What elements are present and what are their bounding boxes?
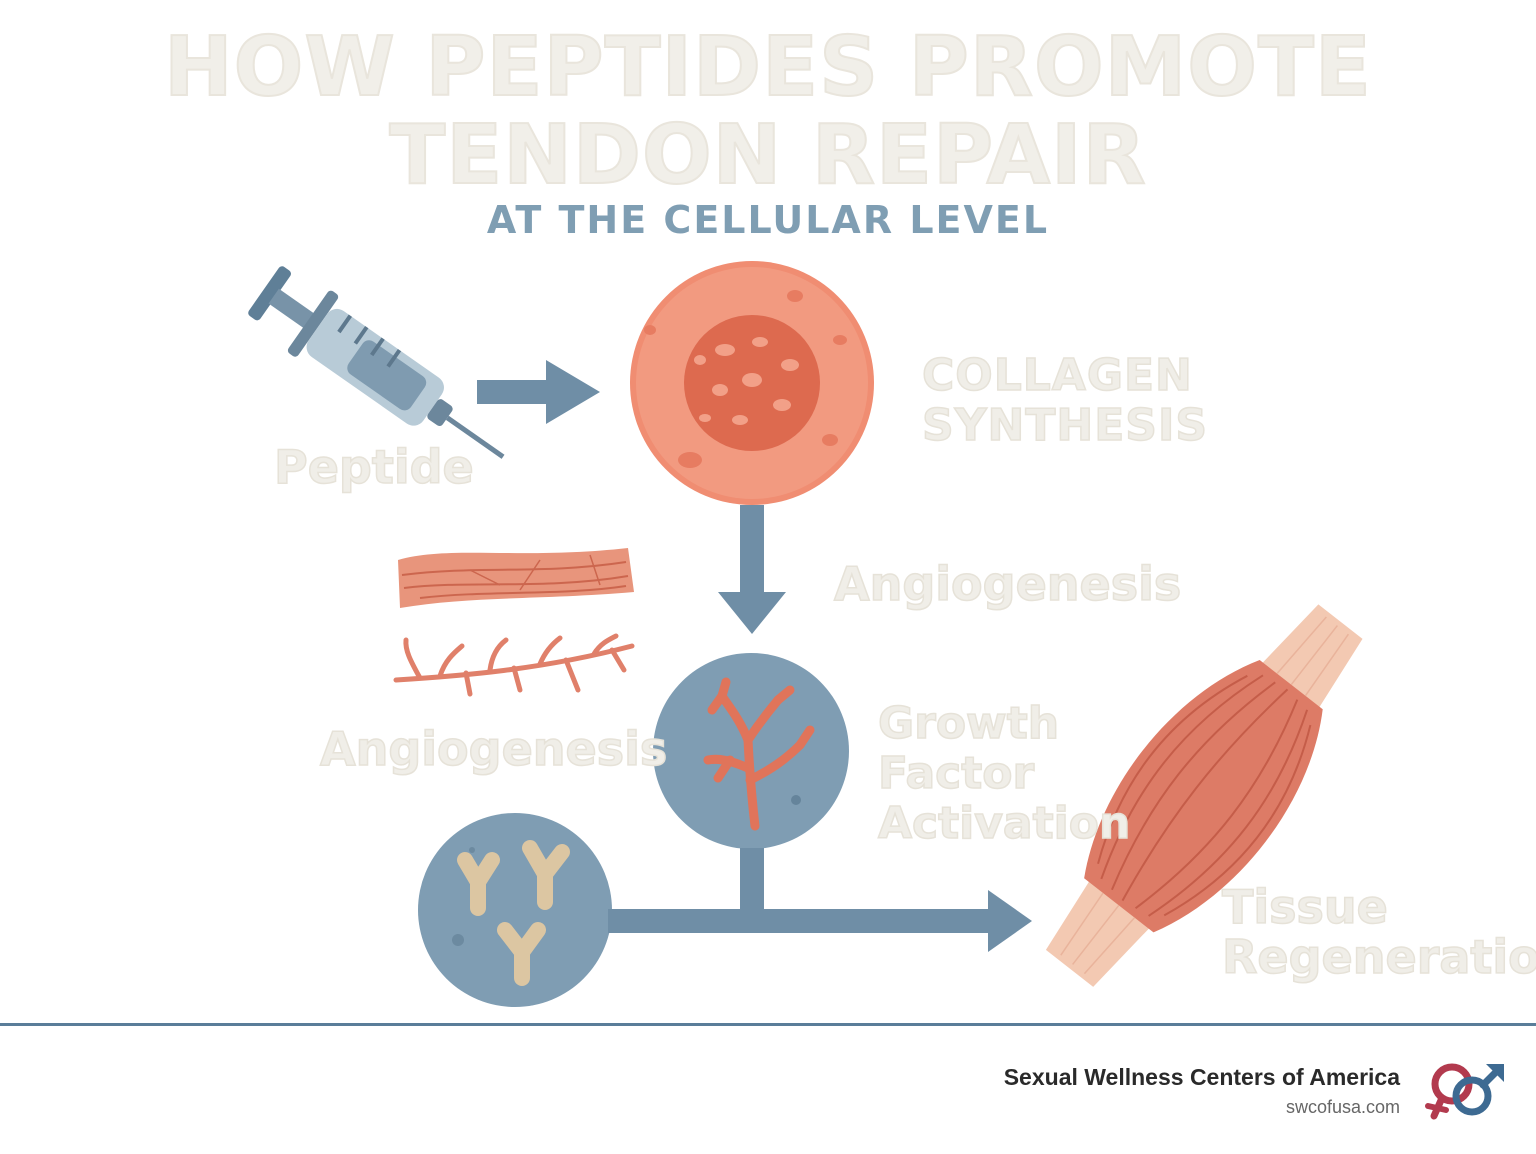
label-collagen-line2: SYNTHESIS bbox=[921, 399, 1209, 452]
title-line-2: TENDON REPAIR bbox=[388, 108, 1147, 203]
brand-name: Sexual Wellness Centers of America bbox=[1003, 1064, 1400, 1090]
growth-factor-icon bbox=[418, 813, 612, 1007]
arrow-to-tissue bbox=[608, 848, 1032, 952]
label-peptide: Peptide bbox=[273, 439, 474, 495]
subtitle: AT THE CELLULAR LEVEL bbox=[486, 198, 1050, 242]
cell-icon bbox=[630, 261, 874, 505]
label-angiogenesis-left: Angiogenesis bbox=[319, 721, 668, 777]
label-tissue-line2: Regeneration bbox=[1221, 929, 1536, 985]
label-collagen-line1: COLLAGEN bbox=[921, 349, 1193, 402]
label-growth-line2: Factor bbox=[877, 747, 1035, 800]
label-growth-line3: Activation bbox=[877, 797, 1131, 850]
arrow-cell-down bbox=[718, 505, 786, 634]
label-angiogenesis-right: Angiogenesis bbox=[833, 556, 1182, 612]
syringe-icon bbox=[248, 266, 505, 459]
title-line-1: HOW PEPTIDES PROMOTE bbox=[163, 20, 1372, 115]
label-tissue-line1: Tissue bbox=[1221, 879, 1388, 935]
label-growth-line1: Growth bbox=[877, 697, 1060, 750]
arrow-peptide-to-cell bbox=[477, 360, 600, 424]
gender-symbols-logo bbox=[1425, 1063, 1504, 1120]
tendon-fiber-icon bbox=[398, 548, 634, 608]
blood-vessel-icon bbox=[393, 633, 635, 697]
vascular-network-icon bbox=[653, 653, 849, 849]
muscle-tendon-icon bbox=[1045, 604, 1363, 987]
brand-url[interactable]: swcofusa.com bbox=[1285, 1097, 1400, 1117]
footer-divider bbox=[0, 1023, 1536, 1026]
